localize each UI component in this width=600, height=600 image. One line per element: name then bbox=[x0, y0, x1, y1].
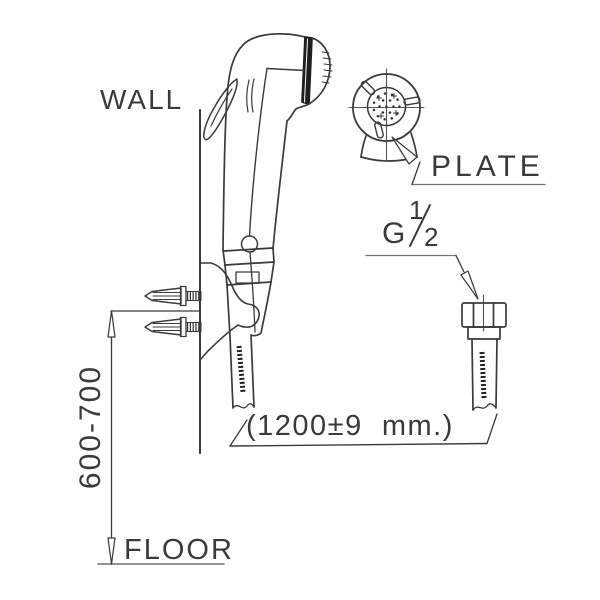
plate-neck bbox=[360, 135, 367, 158]
arrow-down-icon bbox=[107, 537, 116, 565]
mounting-screw-top bbox=[144, 285, 202, 307]
leader-arrowhead-icon bbox=[391, 136, 418, 165]
mounting-height-dimension: 600-700 bbox=[74, 364, 107, 490]
wall-label: WALL bbox=[100, 84, 184, 115]
plate-label: PLATE bbox=[431, 150, 544, 183]
thread-fraction-numerator: 1 bbox=[409, 195, 426, 225]
spray-holes bbox=[372, 92, 401, 121]
plate-detail-view bbox=[348, 68, 425, 162]
handle-clip-detail bbox=[235, 271, 260, 284]
floor-label: FLOOR bbox=[124, 534, 234, 566]
trigger-lever-icon bbox=[203, 78, 255, 141]
spray-hose bbox=[229, 334, 255, 409]
spray-face-hatch bbox=[321, 51, 333, 84]
hose-length-dimension-line bbox=[229, 413, 498, 447]
hand-spray-head bbox=[242, 32, 333, 122]
hose-texture-hatch bbox=[236, 345, 246, 393]
spray-hole-cross-marks bbox=[376, 93, 399, 119]
wall-bracket bbox=[200, 262, 260, 360]
thread-fitting bbox=[461, 294, 507, 411]
plate-leader-arrow bbox=[391, 136, 546, 186]
thread-size-label: G bbox=[382, 217, 408, 250]
hose-texture-hatch bbox=[479, 351, 487, 399]
height-dimension-line bbox=[107, 310, 201, 565]
mounting-screw-bottom bbox=[144, 316, 202, 338]
arrow-up-icon bbox=[107, 310, 116, 338]
hose-length-dimension: (1200±9 mm.) bbox=[246, 410, 454, 442]
thread-leader-arrow bbox=[365, 254, 479, 300]
thread-fraction-denominator: 2 bbox=[424, 222, 441, 252]
hand-spray-handle bbox=[222, 44, 288, 337]
leader-arrowhead-icon bbox=[460, 270, 479, 300]
